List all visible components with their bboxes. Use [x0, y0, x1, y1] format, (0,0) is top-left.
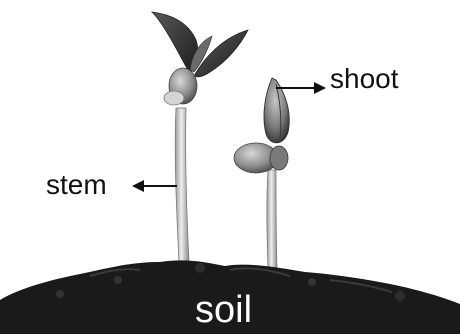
right-seedling: [234, 78, 289, 268]
soil-clump-4: [395, 291, 405, 301]
label-stem: stem: [46, 169, 107, 200]
left-stem: [175, 108, 189, 262]
soil-clump-1: [114, 276, 122, 284]
soil-clump-2: [195, 263, 205, 273]
label-soil: soil: [195, 289, 252, 331]
stem-arrow: [132, 180, 177, 192]
label-shoot: shoot: [330, 63, 399, 94]
left-seedling: [152, 12, 248, 262]
right-seed-leaf-back: [270, 146, 288, 170]
soil-clump-3: [308, 278, 316, 286]
soil-clump-5: [56, 290, 64, 298]
right-stem: [267, 170, 277, 268]
left-seed-leaf-bottom: [164, 91, 184, 105]
